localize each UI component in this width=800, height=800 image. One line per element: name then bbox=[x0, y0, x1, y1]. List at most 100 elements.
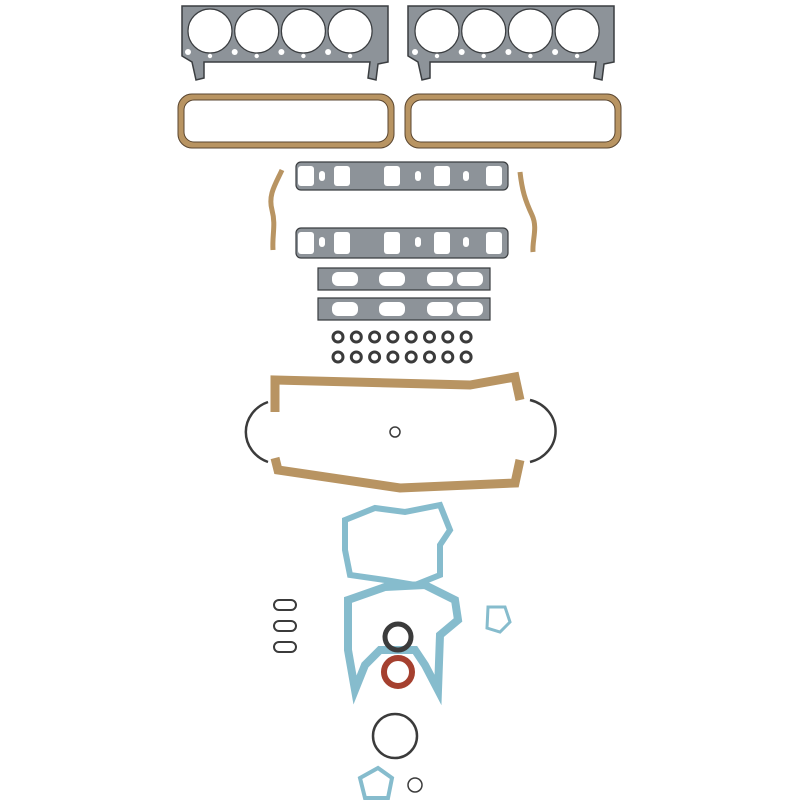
valve-stem-seal bbox=[404, 330, 418, 344]
cylinder-bore bbox=[234, 8, 280, 54]
front-cover-gaskets bbox=[273, 501, 512, 800]
exhaust-port bbox=[427, 302, 453, 316]
cylinder-bore bbox=[507, 8, 554, 54]
valve-cover-gaskets bbox=[177, 93, 622, 149]
valve-cover-inner-outline bbox=[410, 99, 616, 143]
oil-pan-gaskets bbox=[244, 371, 557, 493]
bolt-hole bbox=[231, 49, 238, 55]
water-hole bbox=[207, 53, 213, 59]
bolt-hole bbox=[505, 49, 512, 55]
valve-stem-seal bbox=[331, 350, 345, 364]
small-flange-gasket bbox=[273, 620, 297, 632]
timing-cover-seal bbox=[382, 621, 414, 653]
bolt-slot bbox=[415, 171, 421, 181]
water-hole bbox=[301, 53, 306, 59]
valve-cover-outline bbox=[177, 93, 395, 149]
crank-seal bbox=[381, 655, 415, 689]
rear-main-seal-left bbox=[244, 400, 269, 464]
bolt-slot bbox=[463, 171, 469, 181]
intake-gasket bbox=[295, 161, 509, 191]
cylinder-bore bbox=[554, 8, 600, 54]
distributor-oring bbox=[371, 712, 419, 760]
valve-stem-seal bbox=[441, 330, 455, 344]
oil-pan-rail-top bbox=[270, 371, 525, 412]
bolt-hole bbox=[458, 49, 465, 55]
intake-port bbox=[334, 232, 350, 254]
bolt-hole bbox=[412, 49, 418, 55]
valve-cover-inner-outline bbox=[183, 99, 389, 143]
exhaust-port bbox=[379, 302, 405, 316]
intake-port bbox=[384, 232, 400, 254]
intake-port bbox=[434, 232, 450, 254]
oil-pickup-oring bbox=[389, 426, 401, 438]
valve-stem-seals bbox=[331, 330, 473, 364]
water-pump-gasket bbox=[342, 501, 454, 589]
cylinder-head-gaskets bbox=[181, 5, 615, 81]
fuel-pump-gasket bbox=[485, 605, 512, 634]
valve-stem-seal bbox=[368, 330, 382, 344]
water-hole bbox=[528, 53, 533, 59]
valve-stem-seal bbox=[349, 350, 363, 364]
exhaust-port bbox=[332, 272, 358, 286]
water-hole bbox=[254, 53, 259, 59]
intake-port bbox=[486, 232, 502, 254]
water-hole bbox=[574, 53, 580, 59]
valve-stem-seal bbox=[459, 330, 473, 344]
intake-port bbox=[298, 232, 314, 254]
valve-cover-gasket bbox=[177, 93, 395, 149]
right-end-seal bbox=[517, 171, 538, 253]
valve-cover-outline bbox=[404, 93, 622, 149]
intake-port bbox=[298, 166, 314, 186]
oil-pan-rail-bottom bbox=[270, 456, 525, 493]
bolt-hole bbox=[185, 49, 191, 55]
timing-cover-gasket bbox=[344, 580, 463, 706]
bolt-slot bbox=[463, 237, 469, 247]
exhaust-manifold-gaskets bbox=[317, 267, 491, 321]
valve-stem-seal bbox=[441, 350, 455, 364]
intake-port bbox=[384, 166, 400, 186]
bolt-hole bbox=[325, 49, 332, 55]
cylinder-bore bbox=[414, 8, 460, 54]
bolt-slot bbox=[319, 171, 325, 181]
intake-port bbox=[434, 166, 450, 186]
water-hole bbox=[347, 53, 353, 59]
small-flange-gasket bbox=[273, 641, 297, 653]
bolt-slot bbox=[319, 237, 325, 247]
cylinder-bore bbox=[280, 8, 326, 54]
valve-stem-seal bbox=[331, 330, 345, 344]
valve-stem-seal bbox=[386, 330, 400, 344]
cylinder-bore bbox=[461, 8, 507, 54]
left-end-seal bbox=[268, 168, 285, 251]
exhaust-port bbox=[332, 302, 358, 316]
small-oring bbox=[407, 777, 423, 793]
valve-stem-seal bbox=[368, 350, 382, 364]
bolt-slot bbox=[415, 237, 421, 247]
valve-stem-seal bbox=[386, 350, 400, 364]
intake-gasket bbox=[295, 227, 509, 259]
exhaust-port bbox=[427, 272, 453, 286]
exhaust-port bbox=[457, 302, 483, 316]
thermostat-gasket bbox=[357, 765, 395, 800]
valve-cover-gasket bbox=[404, 93, 622, 149]
intake-port bbox=[334, 166, 350, 186]
valve-stem-seal bbox=[423, 330, 436, 344]
rear-main-seal-right bbox=[529, 398, 557, 464]
end-seal-strips bbox=[268, 168, 538, 253]
cylinder-bore bbox=[187, 8, 233, 54]
intake-port bbox=[486, 166, 502, 186]
small-flange-gasket bbox=[273, 599, 297, 611]
valve-stem-seal bbox=[404, 350, 418, 364]
valve-stem-seal bbox=[459, 350, 473, 364]
exhaust-port bbox=[457, 272, 483, 286]
valve-stem-seal bbox=[349, 330, 363, 344]
cylinder-bore bbox=[327, 8, 373, 54]
water-hole bbox=[434, 53, 440, 59]
exhaust-port bbox=[379, 272, 405, 286]
bolt-hole bbox=[278, 49, 285, 55]
bolt-hole bbox=[552, 49, 559, 55]
intake-manifold-gaskets bbox=[295, 161, 509, 259]
water-hole bbox=[481, 53, 486, 59]
valve-stem-seal bbox=[423, 350, 436, 364]
